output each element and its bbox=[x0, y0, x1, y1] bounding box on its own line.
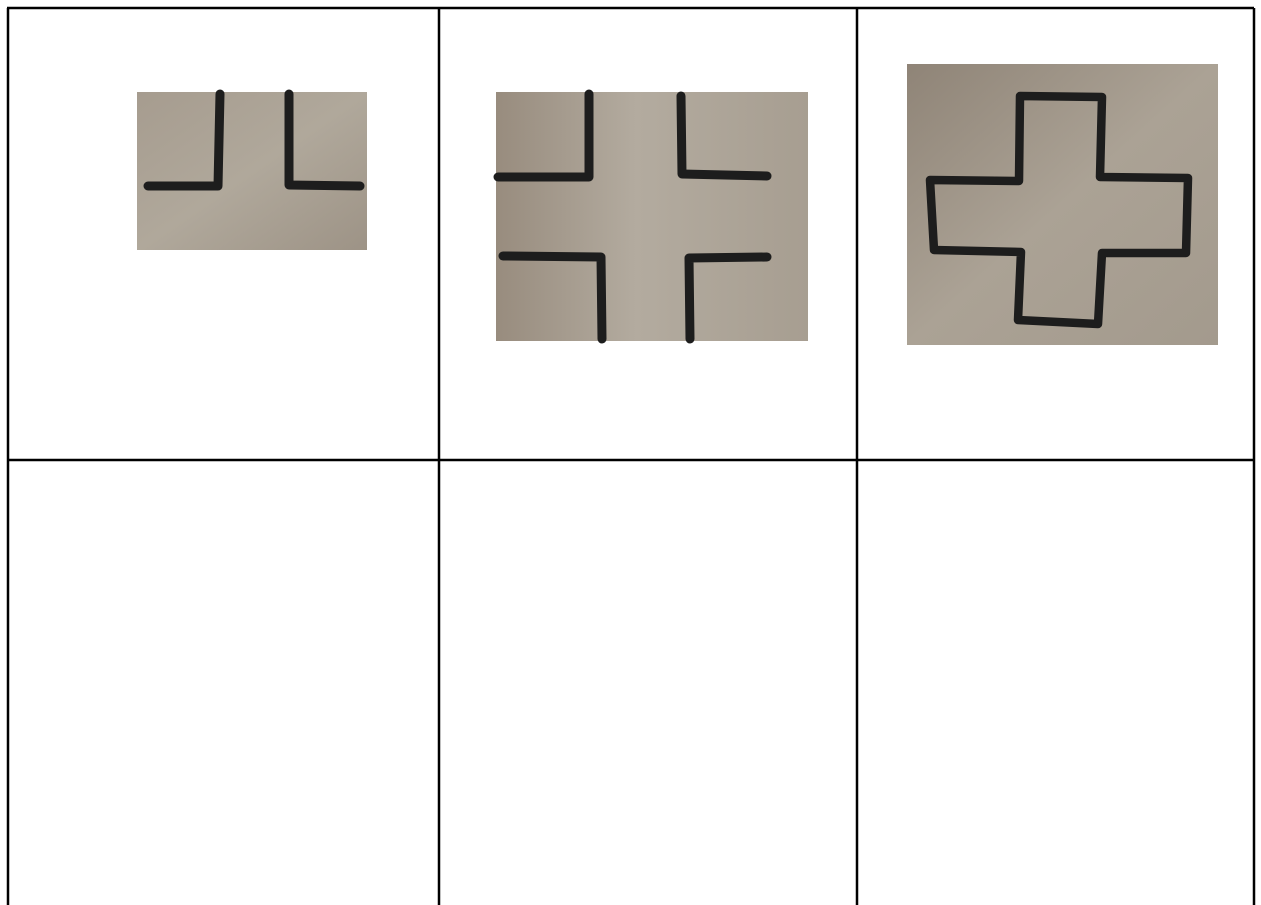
table-cell-3-photo bbox=[907, 64, 1218, 345]
table-cell-2-photo bbox=[496, 92, 808, 341]
table-cell-1-photo bbox=[137, 92, 367, 250]
